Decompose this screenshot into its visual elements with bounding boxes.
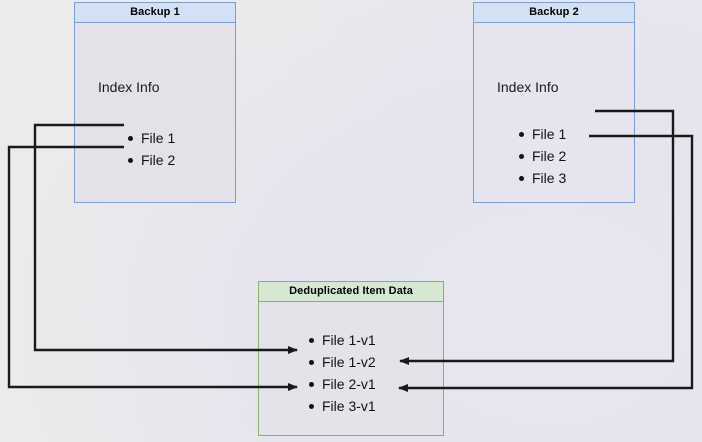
list-item[interactable]: File 1 [126,127,175,149]
dedup-item-list: File 1-v1 File 1-v2 File 2-v1 File 3-v1 [307,329,376,417]
backup2-box[interactable]: Backup 2 Index Info File 1 File 2 File 3 [473,2,635,203]
backup1-header: Backup 1 [74,2,236,23]
list-item[interactable]: File 2-v1 [307,373,376,395]
backup1-index-label: Index Info [98,79,160,95]
list-item[interactable]: File 1-v2 [307,351,376,373]
backup2-index-label: Index Info [497,79,559,95]
list-item[interactable]: File 1 [517,123,566,145]
backup2-file-list: File 1 File 2 File 3 [517,123,566,189]
backup1-box[interactable]: Backup 1 Index Info File 1 File 2 [74,2,236,203]
dedup-header: Deduplicated Item Data [258,281,444,302]
dedup-box[interactable]: Deduplicated Item Data File 1-v1 File 1-… [258,281,444,436]
list-item[interactable]: File 2 [517,145,566,167]
backup1-file-list: File 1 File 2 [126,127,175,171]
backup2-header: Backup 2 [473,2,635,23]
backup1-body: Index Info File 1 File 2 [74,23,236,203]
dedup-body: File 1-v1 File 1-v2 File 2-v1 File 3-v1 [258,302,444,436]
list-item[interactable]: File 3-v1 [307,395,376,417]
backup2-body: Index Info File 1 File 2 File 3 [473,23,635,203]
list-item[interactable]: File 1-v1 [307,329,376,351]
list-item[interactable]: File 2 [126,149,175,171]
list-item[interactable]: File 3 [517,167,566,189]
